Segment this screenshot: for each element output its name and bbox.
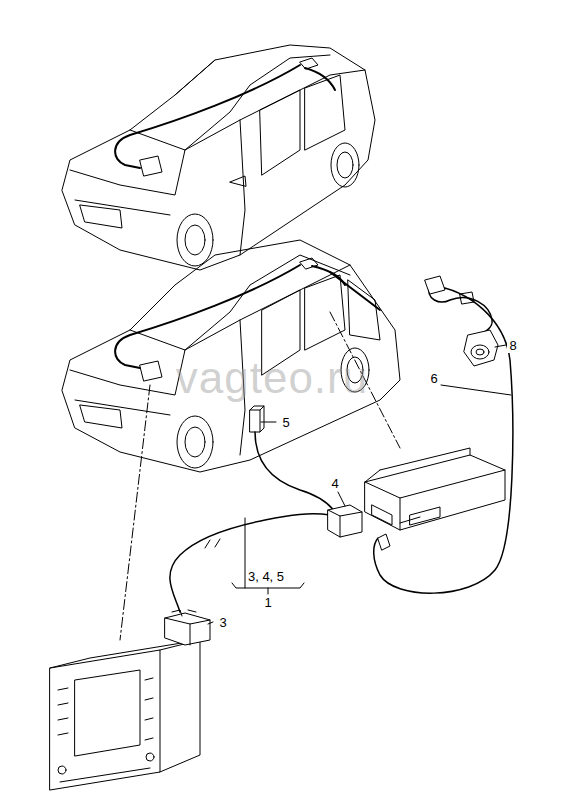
callout-number: 5 [280, 415, 291, 430]
camera-8 [425, 276, 498, 366]
watermark: vagteo.ru [176, 356, 368, 400]
radio-navigation-unit [50, 640, 200, 790]
callout-number: 8 [507, 338, 518, 353]
sedan-car [62, 45, 375, 270]
connector-4 [328, 505, 362, 537]
wagon-car [62, 240, 400, 472]
callout-group: 3, 4, 5 [246, 569, 286, 584]
callout-number: 1 [262, 595, 273, 610]
callout-number: 4 [329, 476, 340, 491]
control-module [365, 448, 505, 530]
callout-number: 3 [217, 615, 228, 630]
callout-number: 6 [428, 371, 439, 386]
connector-3 [165, 610, 210, 645]
